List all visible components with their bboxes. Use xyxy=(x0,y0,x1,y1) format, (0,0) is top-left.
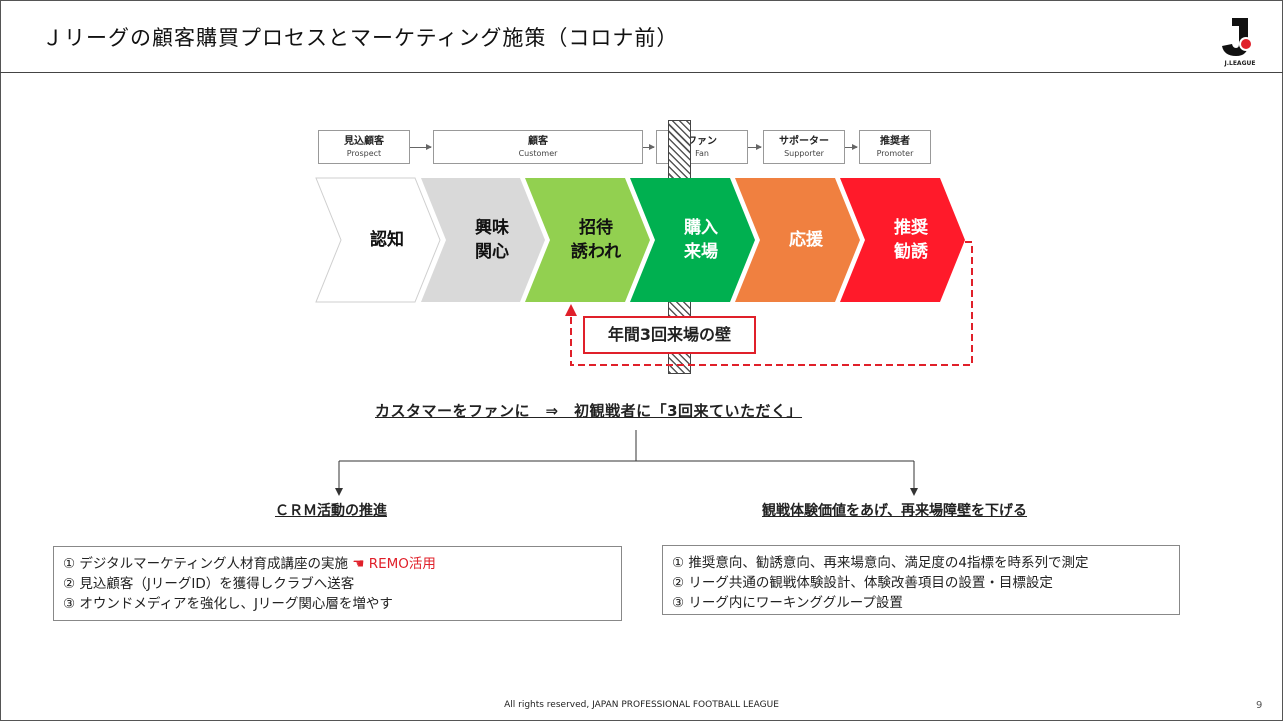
step-awareness: 認知 xyxy=(341,178,433,302)
jleague-logo-icon xyxy=(1222,18,1253,56)
stage-promoter: 推奨者 Promoter xyxy=(859,130,931,164)
list-item: ③ オウンドメディアを強化し、Jリーグ関心層を増やす xyxy=(63,596,393,612)
stage-sublabel: Prospect xyxy=(346,149,382,158)
crm-heading: ＣＲＭ活動の推進 xyxy=(275,503,387,519)
step-interest: 興味関心 xyxy=(446,178,538,302)
list-item-text: ① デジタルマーケティング人材育成講座の実施 xyxy=(63,556,349,572)
stage-label: ファン xyxy=(687,136,717,147)
step-label-2: 来場 xyxy=(684,242,718,262)
logo-text: J.LEAGUE xyxy=(1224,60,1256,67)
step-recommend: 推奨勧誘 xyxy=(865,178,957,302)
list-item: ② リーグ共通の観戦体験設計、体験改善項目の設置・目標設定 xyxy=(672,575,1053,591)
crm-measures-box: ① デジタルマーケティング人材育成講座の実施 ☚ REMO活用 ② 見込顧客（J… xyxy=(53,546,622,621)
stage-sublabel: Customer xyxy=(518,149,558,158)
list-item: ① デジタルマーケティング人材育成講座の実施 ☚ REMO活用 xyxy=(63,554,612,574)
experience-measures-box: ① 推奨意向、勧誘意向、再来場意向、満足度の4指標を時系列で測定 ② リーグ共通… xyxy=(662,545,1180,615)
stage-label: 推奨者 xyxy=(880,136,910,147)
stage-sublabel: Promoter xyxy=(876,149,914,158)
slide-title: Ｊリーグの顧客購買プロセスとマーケティング施策（コロナ前） xyxy=(42,26,679,50)
stage-arrow xyxy=(748,144,762,150)
stage-sublabel: Fan xyxy=(695,149,709,158)
step-label-2: 誘われ xyxy=(570,242,622,262)
step-purchase: 購入来場 xyxy=(655,178,747,302)
stage-label: 顧客 xyxy=(528,136,548,147)
step-label-2: 関心 xyxy=(475,242,509,262)
step-label: 招待 xyxy=(579,218,613,238)
experience-heading: 観戦体験価値をあげ、再来場障壁を下げる xyxy=(762,503,1028,519)
list-item: ③ リーグ内にワーキンググループ設置 xyxy=(672,595,903,611)
title-divider xyxy=(0,72,1283,73)
stage-customer: 顧客 Customer xyxy=(433,130,643,164)
wall-label: 年間3回来場の壁 xyxy=(583,316,756,354)
stage-supporter: サポーター Supporter xyxy=(763,130,845,164)
remo-label: REMO活用 xyxy=(368,556,436,572)
stage-arrow xyxy=(410,144,432,150)
stage-arrow xyxy=(845,144,858,150)
step-label-2: 勧誘 xyxy=(894,242,928,262)
pointing-hand-icon: ☚ xyxy=(352,556,365,572)
list-item: ② 見込顧客（JリーグID）を獲得しクラブへ送客 xyxy=(63,576,355,592)
stage-sublabel: Supporter xyxy=(784,149,824,158)
step-label: 応援 xyxy=(789,230,823,250)
page-number: 9 xyxy=(1256,700,1263,711)
step-support: 応援 xyxy=(760,178,852,302)
step-label: 興味 xyxy=(475,218,509,238)
step-invited: 招待誘われ xyxy=(550,178,642,302)
step-label: 購入 xyxy=(684,218,718,238)
step-label: 認知 xyxy=(370,230,404,250)
stage-label: サポーター xyxy=(779,136,829,147)
copyright-footer: All rights reserved, JAPAN PROFESSIONAL … xyxy=(504,700,779,710)
list-item: ① 推奨意向、勧誘意向、再来場意向、満足度の4指標を時系列で測定 xyxy=(672,555,1089,571)
jleague-logo: J.LEAGUE xyxy=(1218,14,1262,72)
stage-arrow xyxy=(643,144,655,150)
stage-prospect: 見込顧客 Prospect xyxy=(318,130,410,164)
key-message: カスタマーをファンに ⇒ 初観戦者に「3回来ていただく」 xyxy=(375,402,803,420)
stage-label: 見込顧客 xyxy=(344,136,384,147)
step-label: 推奨 xyxy=(894,218,928,238)
